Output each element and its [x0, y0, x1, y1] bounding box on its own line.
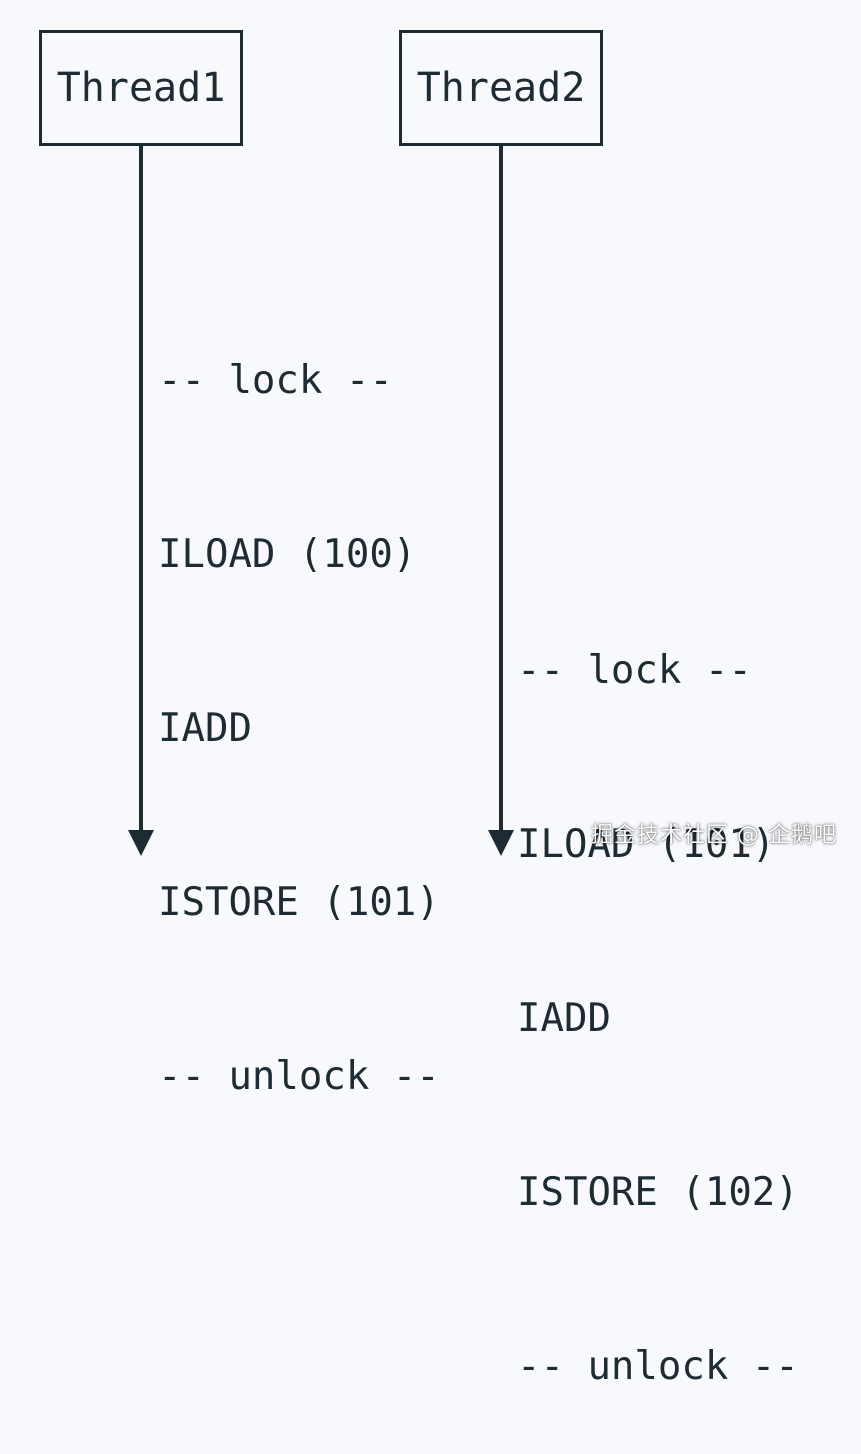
thread1-lock-marker: -- lock -- [158, 358, 393, 403]
thread2-unlock-marker: -- unlock -- [517, 1344, 799, 1389]
thread1-arrow-down-icon [128, 830, 154, 856]
thread2-box: Thread2 [399, 30, 603, 146]
thread2-critical-section: -- lock -- ILOAD (101) IADD ISTORE (102)… [517, 526, 799, 1454]
thread2-iload-instruction: ILOAD (101) [517, 822, 776, 867]
watermark: 掘金技术社区 @ 企鹅吧 [591, 823, 837, 848]
thread2-iadd-instruction: IADD [517, 996, 611, 1041]
thread1-box: Thread1 [39, 30, 243, 146]
thread2-arrow-down-icon [488, 830, 514, 856]
thread1-iload-instruction: ILOAD (100) [158, 532, 417, 577]
thread2-lifeline [499, 146, 503, 832]
thread1-lifeline [139, 146, 143, 832]
thread1-unlock-marker: -- unlock -- [158, 1054, 440, 1099]
thread2-istore-instruction: ISTORE (102) [517, 1170, 799, 1215]
thread2-label: Thread2 [416, 65, 586, 111]
thread1-iadd-instruction: IADD [158, 706, 252, 751]
thread1-label: Thread1 [56, 65, 226, 111]
thread2-lock-marker: -- lock -- [517, 648, 752, 693]
thread1-critical-section: -- lock -- ILOAD (100) IADD ISTORE (101)… [158, 236, 440, 1164]
thread1-istore-instruction: ISTORE (101) [158, 880, 440, 925]
